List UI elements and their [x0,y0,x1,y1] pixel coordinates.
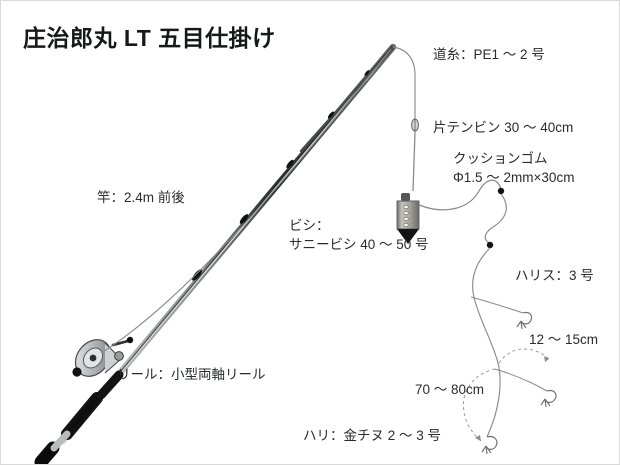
label-tenbin: 片テンビン 30 〜 40cm [433,120,574,135]
sinker-collar [401,193,410,201]
leader-upper-segment [484,193,507,244]
reel-foot-cap [72,367,82,377]
sanny-bishi-sinker [396,193,420,244]
measure-arrowheads [475,356,549,441]
reel-handle-knob [126,336,134,344]
reel-star-drag [114,351,124,361]
swivel-bead-lower [486,241,494,249]
main-line-drop [392,46,416,119]
label-branch-length: 12 〜 15cm [529,332,599,347]
sinker-holes [403,205,409,228]
label-cushion-rubber-spec: Φ1.5 〜 2mm×30cm [453,170,575,186]
swivel-bead-upper [497,187,505,195]
cushion-rubber [418,179,502,211]
label-bishi-spec: サニービシ 40 〜 50 号 [289,237,429,253]
main-line-group [100,46,416,354]
sinker-tip-cone [397,229,419,244]
measure-arc-branch [498,348,550,364]
label-leader-length: 70 〜 80cm [415,382,485,397]
rod-assembly [34,43,397,464]
label-reel: リール：小型両軸リール [117,367,266,382]
label-main-line: 道糸：PE1 〜 2 号 [433,47,545,62]
rod-butt-cap [34,441,60,464]
branch-line-lower [494,368,548,392]
swivel-upper [411,118,419,132]
label-cushion-rubber: クッションゴム Φ1.5 〜 2mm×30cm [453,149,574,187]
reel-spool-hub [89,354,97,362]
rod-butt-shaft [50,430,71,452]
page-title: 庄治郎丸 LT 五目仕掛け [23,25,276,51]
branch-line-upper [470,296,524,314]
leader-group [470,193,548,438]
label-bishi: ビシ： サニービシ 40 〜 50 号 [289,216,429,254]
rod-guides [192,70,370,281]
fishing-hook-middle [540,389,557,408]
fishing-hook-lower [481,435,498,455]
label-hook: ハリ：金チヌ 2 〜 3 号 [303,428,442,443]
rod-foregrip [96,370,124,400]
label-rod: 竿：2.4m 前後 [97,190,185,205]
baitcasting-reel [72,336,134,377]
label-cushion-rubber-name: クッションゴム [453,151,548,166]
label-bishi-name: ビシ： [289,218,330,233]
reel-handle-arm [111,339,130,347]
leader-main [472,247,501,438]
main-line-to-reel [100,48,392,354]
tenbin-arm [412,131,416,192]
rod-grip [61,392,103,440]
fishing-hook-upper [516,311,533,330]
label-harisu: ハリス：3 号 [515,268,594,283]
